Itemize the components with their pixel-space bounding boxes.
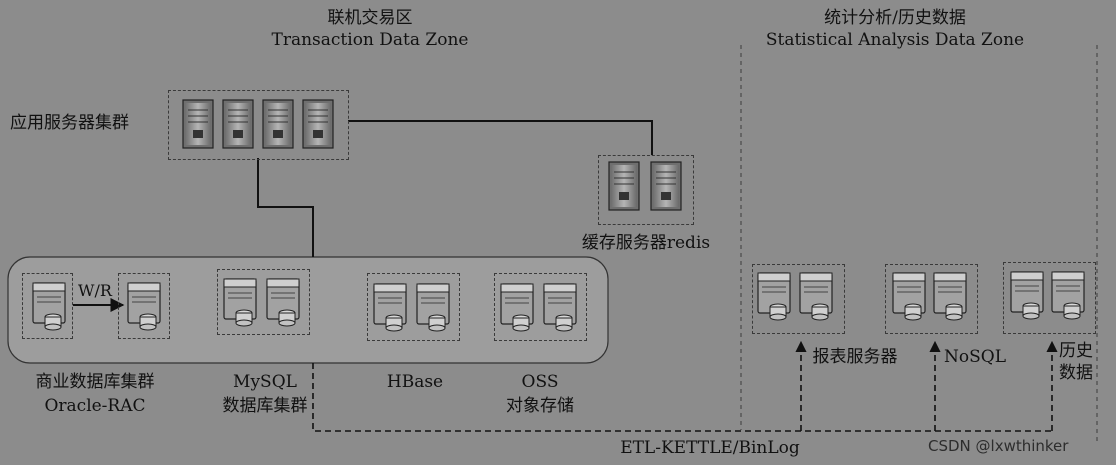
app-to-cache-line xyxy=(348,120,653,155)
etl-path xyxy=(312,363,1052,432)
analysis-zone-title-en: Statistical Analysis Data Zone xyxy=(765,30,1025,50)
hbase-box xyxy=(367,273,460,341)
transaction-zone-title-en: Transaction Data Zone xyxy=(271,30,469,50)
analysis-zone-title-cn: 统计分析/历史数据 xyxy=(824,8,966,28)
oracle-box-2 xyxy=(118,273,170,339)
report-box xyxy=(752,264,845,334)
cache-label: 缓存服务器redis xyxy=(581,233,711,253)
oracle-box-1 xyxy=(22,273,73,339)
history-box xyxy=(1003,262,1096,334)
oss-label-en: OSS xyxy=(521,372,559,392)
report-server-label: 报表服务器 xyxy=(812,347,898,367)
etl-label: ETL-KETTLE/BinLog xyxy=(620,438,800,458)
wr-label: W/R xyxy=(78,281,112,300)
transaction-zone-title-cn: 联机交易区 xyxy=(327,8,413,28)
history-label-2: 数据 xyxy=(1059,363,1093,383)
app-cluster-label: 应用服务器集群 xyxy=(10,113,129,133)
nosql-label: NoSQL xyxy=(944,347,1006,367)
nosql-box xyxy=(885,264,978,334)
commercial-db-label-en: Oracle-RAC xyxy=(44,396,146,416)
mysql-label-en: MySQL xyxy=(233,372,297,392)
app-cluster-box xyxy=(168,90,349,160)
cache-box xyxy=(598,155,694,225)
oss-box xyxy=(494,273,587,341)
mysql-label-cn: 数据库集群 xyxy=(222,396,308,416)
app-to-storage-line xyxy=(257,158,314,257)
hbase-label: HBase xyxy=(386,372,444,392)
watermark: CSDN @lxwthinker xyxy=(928,437,1069,455)
commercial-db-label-cn: 商业数据库集群 xyxy=(35,372,155,392)
oss-label-cn: 对象存储 xyxy=(506,396,574,416)
history-label-1: 历史 xyxy=(1059,341,1093,361)
mysql-box xyxy=(217,269,310,335)
